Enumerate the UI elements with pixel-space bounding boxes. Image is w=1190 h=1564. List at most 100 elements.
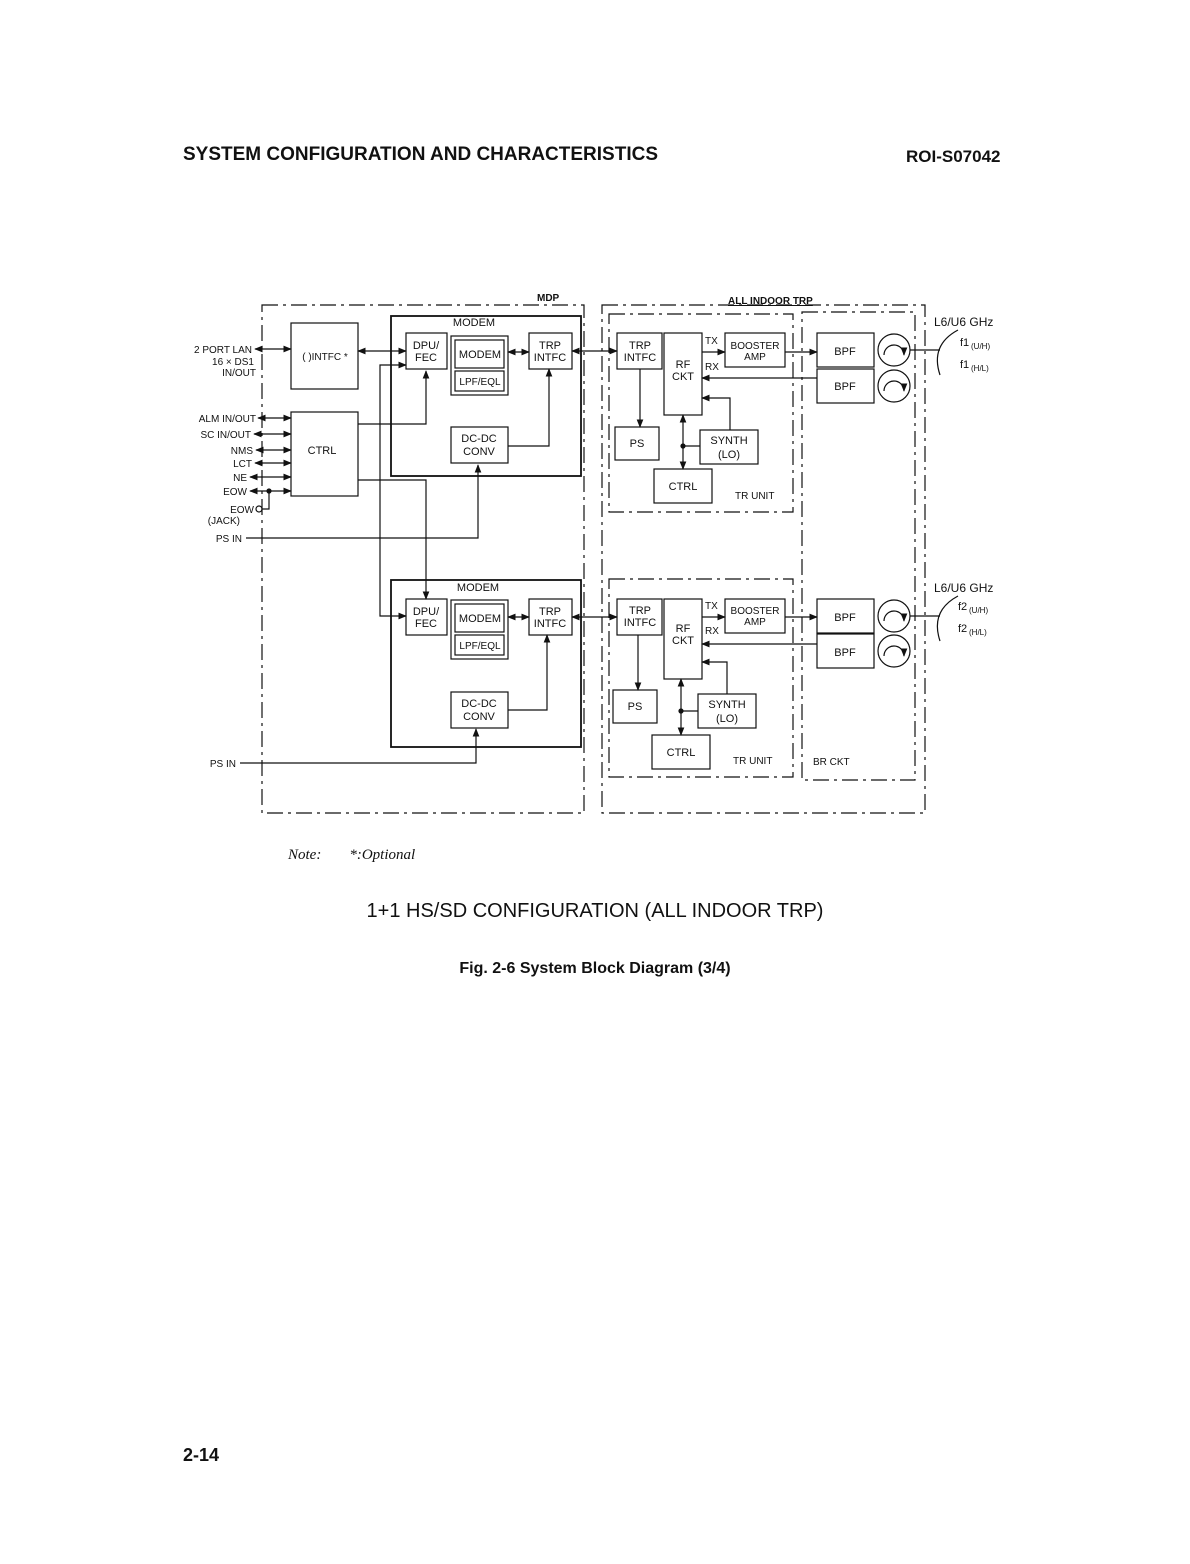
svg-text:RF: RF: [676, 359, 691, 371]
svg-text:CKT: CKT: [672, 635, 694, 647]
svg-text:BPF: BPF: [834, 647, 856, 659]
section-title: SYSTEM CONFIGURATION AND CHARACTERISTICS: [183, 144, 658, 165]
svg-text:SYNTH: SYNTH: [708, 699, 745, 711]
svg-text:LCT: LCT: [233, 459, 252, 470]
svg-text:f2: f2: [958, 601, 967, 613]
note: Note:*:Optional: [288, 847, 415, 864]
modem-unit-1: [390, 315, 582, 477]
svg-text:INTFC: INTFC: [624, 617, 656, 629]
svg-text:DC-DC: DC-DC: [461, 698, 496, 710]
br-ckt-boundary: [801, 311, 916, 781]
svg-text:INTFC: INTFC: [624, 352, 656, 364]
svg-text:SYNTH: SYNTH: [710, 435, 747, 447]
svg-text:NMS: NMS: [231, 446, 254, 457]
svg-text:CTRL: CTRL: [667, 747, 696, 759]
svg-text:INTFC: INTFC: [534, 352, 566, 364]
svg-text:TX: TX: [705, 336, 718, 347]
antenna-2-icon: [936, 595, 959, 642]
svg-text:f2: f2: [958, 623, 967, 635]
svg-text:IN/OUT: IN/OUT: [222, 368, 256, 379]
document-id: ROI-S07042: [906, 147, 1001, 166]
svg-text:L6/U6 GHz: L6/U6 GHz: [934, 581, 993, 595]
svg-text:MODEM: MODEM: [459, 349, 501, 361]
svg-text:f1: f1: [960, 359, 969, 371]
svg-text:(JACK): (JACK): [208, 516, 240, 527]
svg-text:DPU/: DPU/: [413, 340, 440, 352]
tr-unit-boundary-1: [608, 313, 794, 513]
svg-text:INTFC: INTFC: [534, 618, 566, 630]
svg-text:CTRL: CTRL: [669, 481, 698, 493]
svg-text:DPU/: DPU/: [413, 606, 440, 618]
intfc-block: [290, 322, 359, 390]
synth-block-1: [699, 429, 759, 465]
svg-text:PS: PS: [630, 438, 645, 450]
svg-text:EOW: EOW: [230, 505, 254, 516]
svg-text:PS IN: PS IN: [210, 759, 236, 770]
modem-unit-2: [390, 579, 582, 748]
svg-text:NE: NE: [233, 473, 247, 484]
svg-text:TR UNIT: TR UNIT: [733, 756, 772, 767]
svg-text:FEC: FEC: [415, 352, 437, 364]
svg-text:BR CKT: BR CKT: [813, 757, 850, 768]
svg-text:FEC: FEC: [415, 618, 437, 630]
svg-text:(H/L): (H/L): [969, 628, 987, 637]
svg-text:(U/H): (U/H): [969, 606, 988, 615]
svg-text:EOW: EOW: [223, 487, 247, 498]
svg-text:SC IN/OUT: SC IN/OUT: [200, 430, 251, 441]
svg-text:CONV: CONV: [463, 446, 495, 458]
svg-text:DC-DC: DC-DC: [461, 433, 496, 445]
modem-block-2: [450, 599, 509, 660]
svg-text:BOOSTER: BOOSTER: [731, 606, 780, 617]
svg-text:ALM IN/OUT: ALM IN/OUT: [199, 414, 256, 425]
circulator-1: [877, 333, 911, 367]
svg-text:(LO): (LO): [716, 713, 738, 725]
svg-text:TRP: TRP: [539, 606, 561, 618]
svg-text:BPF: BPF: [834, 381, 856, 393]
svg-text:RX: RX: [705, 362, 719, 373]
svg-text:MODEM: MODEM: [453, 317, 495, 329]
circulator-2: [877, 369, 911, 403]
svg-text:16 × DS1: 16 × DS1: [212, 357, 254, 368]
trp-label: ALL INDOOR TRP: [728, 296, 813, 307]
svg-text:BOOSTER: BOOSTER: [731, 341, 780, 352]
svg-text:RF: RF: [676, 623, 691, 635]
svg-text:MODEM: MODEM: [457, 582, 499, 594]
svg-text:BPF: BPF: [834, 612, 856, 624]
svg-text:RX: RX: [705, 626, 719, 637]
svg-text:BPF: BPF: [834, 346, 856, 358]
svg-text:LPF/EQL: LPF/EQL: [459, 641, 501, 652]
bpf-block-4: [816, 633, 875, 669]
svg-text:TRP: TRP: [539, 340, 561, 352]
bpf-block-2: [816, 368, 875, 404]
antenna-1-icon: [936, 329, 959, 376]
svg-text:f1: f1: [960, 337, 969, 349]
modem-block-1: [450, 335, 509, 396]
diagram-caption: 1+1 HS/SD CONFIGURATION (ALL INDOOR TRP): [366, 900, 824, 922]
svg-text:CONV: CONV: [463, 711, 495, 723]
page-number: 2-14: [183, 1445, 220, 1465]
svg-text:L6/U6 GHz: L6/U6 GHz: [934, 315, 993, 329]
mdp-label: MDP: [537, 293, 560, 304]
svg-text:PS IN: PS IN: [216, 534, 242, 545]
svg-text:(U/H): (U/H): [971, 342, 990, 351]
svg-text:CKT: CKT: [672, 371, 694, 383]
tr-unit-boundary-2: [608, 578, 794, 778]
dcdc-block-1: [450, 426, 509, 464]
svg-text:TR UNIT: TR UNIT: [735, 491, 774, 502]
svg-text:CTRL: CTRL: [308, 445, 337, 457]
circulator-3: [877, 599, 911, 633]
circulator-4: [877, 634, 911, 668]
svg-text:TX: TX: [705, 601, 718, 612]
svg-text:PS: PS: [628, 701, 643, 713]
svg-text:TRP: TRP: [629, 605, 651, 617]
note-label: Note:: [288, 847, 322, 863]
svg-text:TRP: TRP: [629, 340, 651, 352]
svg-text:LPF/EQL: LPF/EQL: [459, 377, 501, 388]
svg-text:AMP: AMP: [744, 617, 766, 628]
svg-text:( )INTFC *: ( )INTFC *: [302, 352, 348, 363]
svg-text:(LO): (LO): [718, 449, 740, 461]
trp-boundary: [601, 304, 926, 814]
svg-text:MODEM: MODEM: [459, 613, 501, 625]
svg-text:2 PORT LAN: 2 PORT LAN: [194, 345, 252, 356]
svg-text:(H/L): (H/L): [971, 364, 989, 373]
